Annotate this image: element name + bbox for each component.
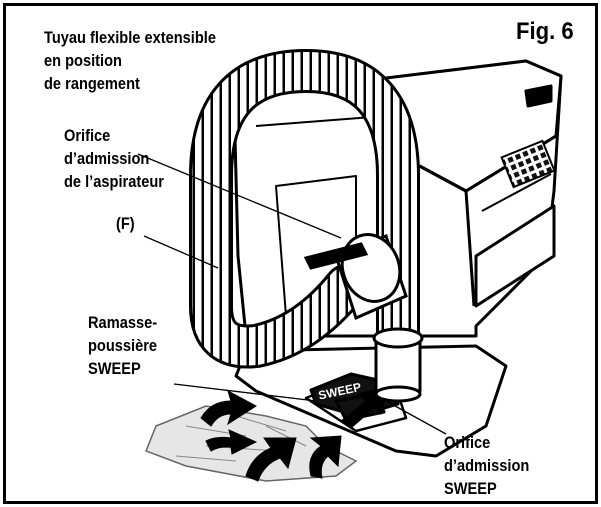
vent-grille <box>500 139 556 189</box>
label-part-f: (F) <box>116 214 135 233</box>
figure-frame: SWEEP <box>3 3 598 504</box>
hose-connectors <box>303 233 424 403</box>
leader-lines <box>137 153 447 435</box>
label-hose-storage: Tuyau flexible extensible en position de… <box>44 28 216 93</box>
vacuum-illustration: SWEEP <box>137 49 563 482</box>
label-sweep-pickup: Ramasse- poussière SWEEP <box>88 313 158 378</box>
label-sweep-inlet: Orifice d’admission SWEEP <box>444 433 530 498</box>
hose <box>189 49 420 369</box>
figure-title: Fig. 6 <box>516 18 574 45</box>
label-vacuum-inlet: Orifice d’admission de l’aspirateur <box>64 126 164 191</box>
